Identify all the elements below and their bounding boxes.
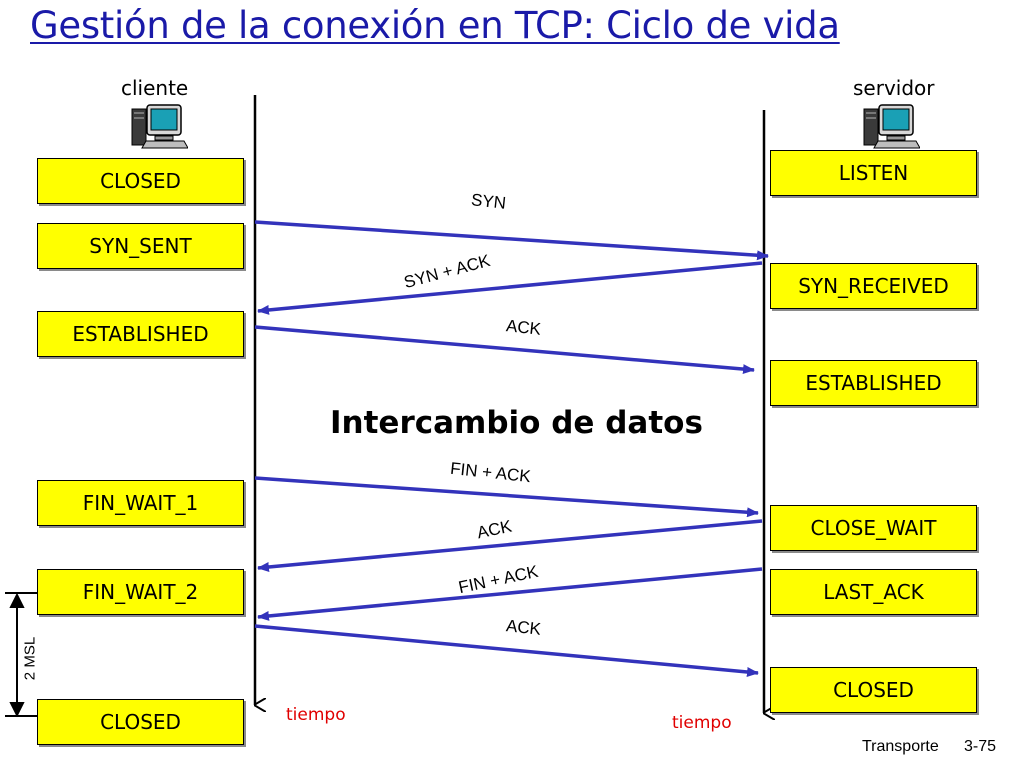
client-state-closed: CLOSED [37,158,244,204]
client-computer-icon [131,104,188,149]
server-computer-icon [863,104,920,149]
data-exchange-label: Intercambio de datos [330,405,703,441]
server-state-listen: LISTEN [770,150,977,196]
arrow-syn [254,220,769,261]
slide-title: Gestión de la conexión en TCP: Ciclo de … [30,4,840,47]
message-label-ack-3: ACK [505,616,542,639]
arrow-ack-3 [254,624,759,677]
server-state-syn-received: SYN_RECEIVED [770,263,977,309]
client-time-label: tiempo [286,705,346,725]
client-state-syn-sent: SYN_SENT [37,223,244,269]
server-state-close-wait: CLOSE_WAIT [770,505,977,551]
server-state-established: ESTABLISHED [770,360,977,406]
server-label: servidor [853,76,935,100]
server-time-label: tiempo [672,713,732,733]
arrow-ack-2 [257,519,763,572]
client-label: cliente [121,76,189,100]
message-label-ack-1: ACK [505,316,542,339]
client-state-fin-wait-1: FIN_WAIT_1 [37,480,244,526]
arrow-ack-1 [254,325,755,375]
client-state-fin-wait-2: FIN_WAIT_2 [37,569,244,615]
arrow-syn-ack [257,261,763,315]
message-label-syn: SYN [470,190,507,213]
server-state-closed: CLOSED [770,667,977,713]
arrow-fin-ack-1 [254,476,759,518]
footer-page-number: 3-75 [964,738,997,755]
client-state-established: ESTABLISHED [37,311,244,357]
msl-label: 2 MSL [21,636,39,681]
arrow-fin-ack-2 [257,567,763,621]
client-state-closed-final: CLOSED [37,699,244,745]
server-state-last-ack: LAST_ACK [770,569,977,615]
msl-bracket [5,592,45,718]
footer-section: Transporte [862,738,939,755]
